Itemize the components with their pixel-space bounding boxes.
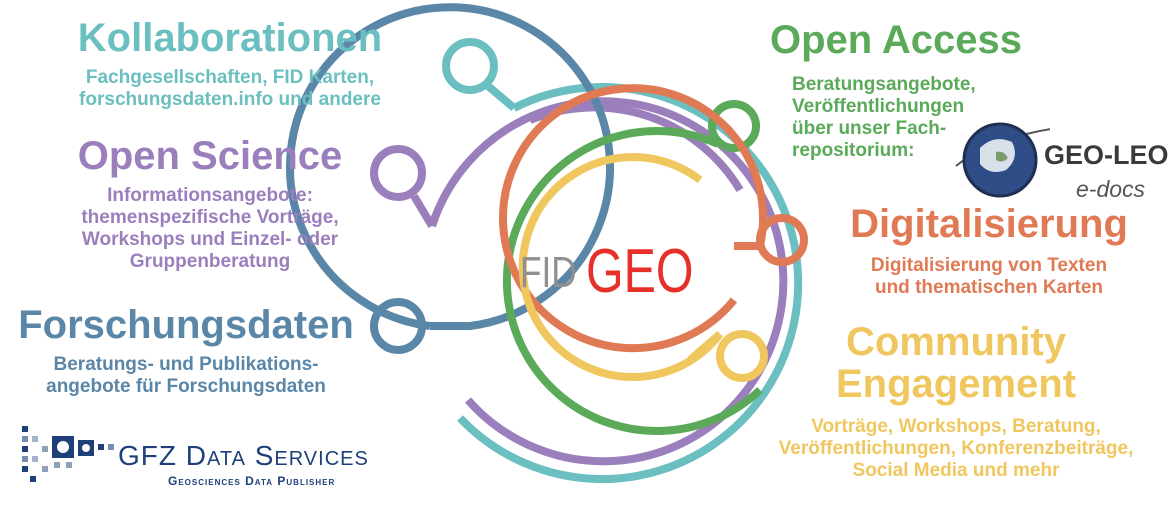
node-yellow — [716, 330, 768, 382]
arc-green — [503, 127, 763, 435]
title-community-1: Community — [846, 320, 1066, 364]
arc-yellow — [518, 153, 724, 381]
globe-icon — [955, 122, 1050, 198]
desc-line: Veröffentlichungen, Konferenzbeiträge, — [778, 437, 1134, 459]
desc-line: und thematischen Karten — [874, 276, 1104, 298]
title-kollaborationen: Kollaborationen — [77, 16, 383, 60]
desc-line: Digitalisierung von Texten — [870, 255, 1108, 276]
gfz-name: GFZ Data Services — [118, 440, 369, 471]
desc-community: Vorträge, Workshops, Beratung, Veröffent… — [746, 416, 1166, 482]
node-blue — [370, 298, 426, 354]
title-open-science: Open Science — [77, 134, 343, 178]
desc-line: Veröffentlichungen — [792, 95, 965, 117]
title-digitalisierung: Digitalisierung — [850, 202, 1128, 246]
section-forschungsdaten: Forschungsdaten Beratungs- und Publikati… — [4, 305, 368, 398]
desc-open-science: Informationsangebote: themenspezifische … — [20, 185, 400, 272]
geo-text: GEO — [586, 237, 694, 306]
desc-line: Fachgesellschaften, FID Karten, — [85, 67, 375, 88]
desc-line: über unser Fach- — [792, 117, 947, 139]
desc-line: Informationsangebote: — [107, 185, 313, 206]
geo-leo-logo: GEO-LEO e-docs — [950, 112, 1169, 204]
title-open-access: Open Access — [770, 18, 1022, 62]
geo-leo-sub: e-docs — [1076, 176, 1146, 202]
fid-text: FID — [520, 248, 577, 297]
desc-line: angebote für Forschungsdaten — [46, 375, 326, 397]
node-orange — [756, 214, 808, 266]
section-open-access: Open Access Beratungsangebote, Veröffent… — [770, 20, 1160, 161]
desc-line: Vorträge, Workshops, Beratung, — [811, 416, 1101, 437]
desc-line: themenspezifische Vorträge, — [81, 206, 339, 228]
section-kollaborationen: Kollaborationen Fachgesellschaften, FID … — [20, 18, 440, 111]
arc-orange — [499, 84, 768, 353]
node-purple — [370, 145, 426, 201]
desc-line: Beratungsangebote, — [792, 74, 976, 95]
section-open-science: Open Science Informationsangebote: theme… — [20, 136, 400, 272]
desc-line: forschungsdaten.info und andere — [79, 88, 381, 110]
title-forschungsdaten: Forschungsdaten — [18, 303, 354, 347]
desc-line: Gruppenberatung — [129, 250, 291, 272]
desc-line: repositorium: — [792, 139, 915, 161]
gfz-sub: Geosciences Data Publisher — [168, 474, 336, 488]
desc-digitalisierung: Digitalisierung von Texten und thematisc… — [834, 255, 1144, 299]
desc-open-access: Beratungsangebote, Veröffentlichungen üb… — [792, 74, 1160, 161]
connector-yellow — [687, 330, 723, 364]
connector-purple — [410, 193, 436, 229]
arc-blue — [286, 3, 614, 330]
gfz-data-services-logo: GFZ Data Services Geosciences Data Publi… — [22, 422, 422, 492]
desc-line: Workshops und Einzel- oder — [81, 228, 339, 250]
desc-line: Social Media und mehr — [852, 459, 1060, 481]
node-teal — [442, 38, 498, 94]
connector-teal — [485, 82, 517, 112]
section-community-engagement: Community Engagement Vorträge, Workshops… — [746, 322, 1166, 482]
desc-forschungsdaten: Beratungs- und Publikations- angebote fü… — [4, 354, 368, 398]
node-green — [708, 100, 760, 152]
title-community-2: Engagement — [835, 362, 1077, 406]
desc-kollaborationen: Fachgesellschaften, FID Karten, forschun… — [20, 67, 440, 111]
geo-leo-name: GEO-LEO — [1044, 140, 1169, 170]
section-digitalisierung: Digitalisierung Digitalisierung von Text… — [834, 204, 1144, 299]
fid-geo-logo: FID GEO — [516, 236, 716, 306]
gear-icon — [22, 426, 114, 482]
desc-line: Beratungs- und Publikations- — [53, 354, 319, 375]
